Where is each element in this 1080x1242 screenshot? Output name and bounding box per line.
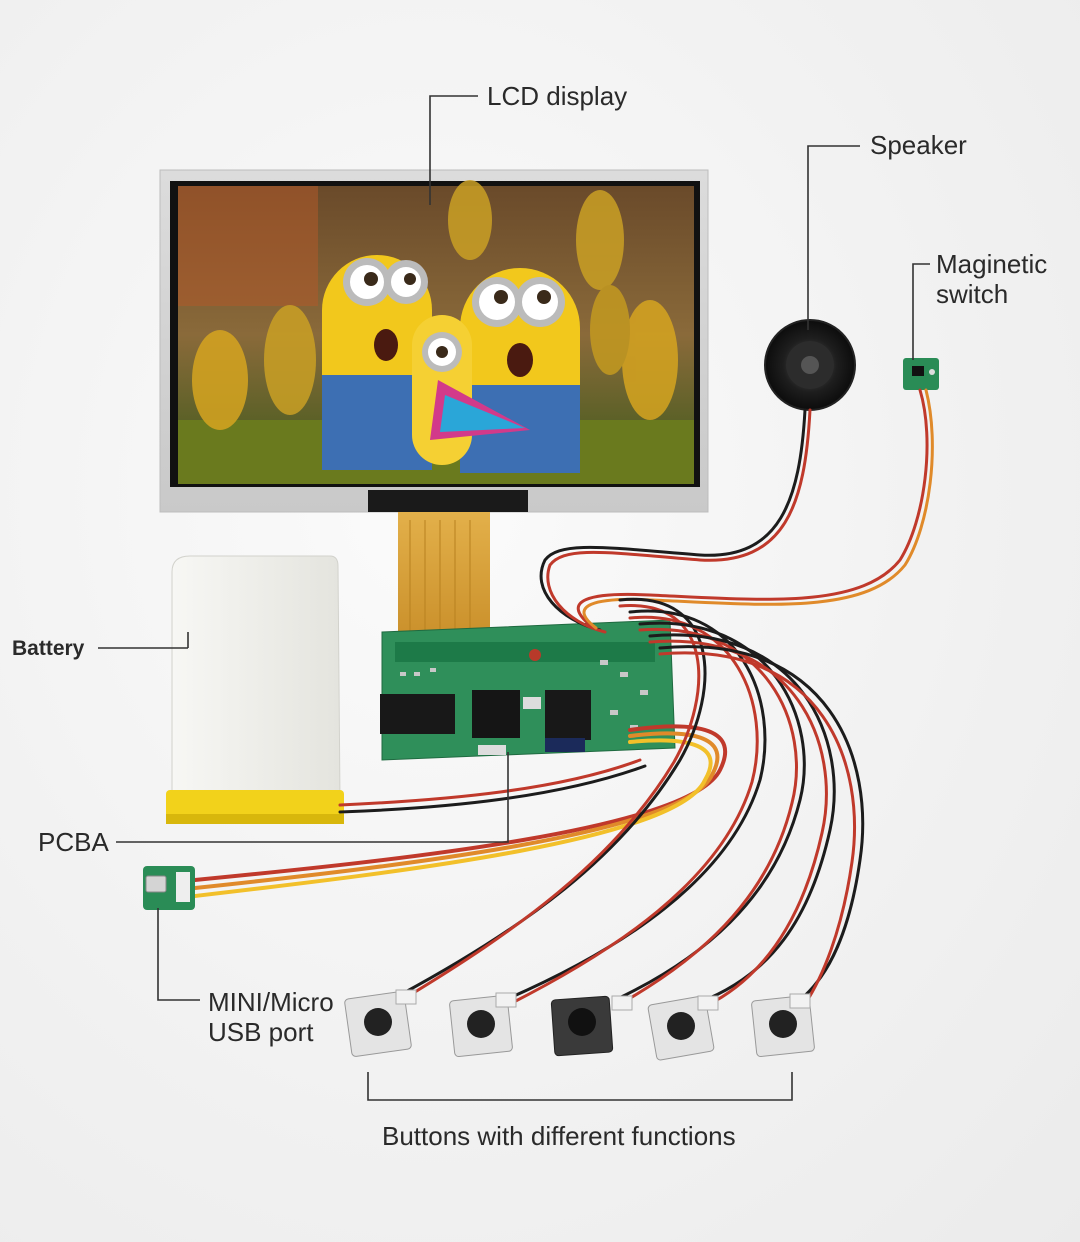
tactile-button-3 (550, 995, 633, 1057)
pcba-callout-line (116, 752, 509, 843)
speaker-label: Speaker (870, 130, 967, 160)
background-minions (192, 180, 678, 430)
tactile-button-5 (751, 993, 815, 1057)
magnetic-switch-label-line2: switch (936, 279, 1009, 309)
pcba-label: PCBA (38, 827, 109, 857)
usb-port-label-line1: MINI/Micro (208, 987, 334, 1017)
magnetic-switch-callout-line (912, 263, 930, 360)
buttons-label: Buttons with different functions (382, 1121, 736, 1151)
lcd-display-module (159, 169, 709, 642)
usb-port-label-line2: USB port (208, 1017, 314, 1047)
battery-label: Battery (12, 637, 85, 660)
tactile-buttons (344, 989, 815, 1061)
magnetic-switch-label: Maginetic switch (936, 249, 1047, 309)
usb-port-label: MINI/Micro USB port (208, 987, 334, 1047)
buttons-bracket-line (367, 1072, 793, 1101)
tactile-button-2 (449, 992, 517, 1057)
pcba-board (380, 619, 676, 761)
lcd-callout-line (429, 95, 478, 205)
usb-port-board (143, 866, 195, 910)
minion-right (460, 268, 580, 473)
tactile-button-4 (647, 995, 719, 1061)
callout-lines (98, 95, 930, 1101)
battery-pack (166, 555, 344, 824)
lcd-display-label: LCD display (487, 81, 628, 111)
magnetic-switch-label-line1: Maginetic (936, 249, 1048, 279)
minion-center (412, 315, 530, 465)
tactile-button-1 (344, 989, 417, 1057)
usb-callout-line (157, 908, 200, 1001)
magnetic-switch-board (903, 358, 939, 390)
wiring (193, 388, 934, 1008)
screen-image (178, 180, 694, 484)
speaker-callout-line (807, 145, 860, 330)
speaker-component (764, 319, 856, 411)
